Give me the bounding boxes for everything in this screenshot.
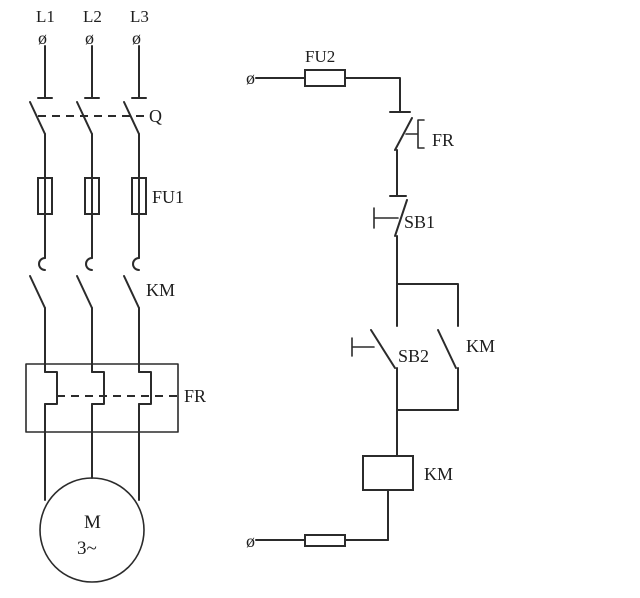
switch-q-blade-1 [29,101,46,135]
terminal-symbol-l3: ø [132,28,141,48]
km-arc-2 [85,257,93,271]
sb1-contact [394,199,408,237]
control-circuit: ø FU2 FR SB1 SB2 KM KM [246,47,495,551]
terminal-symbol-l1: ø [38,28,47,48]
switch-q-label: Q [149,106,162,126]
sb2-contact [370,329,396,369]
control-terminal-top: ø [246,68,255,88]
overload-element-3 [138,371,152,405]
control-terminal-bottom: ø [246,531,255,551]
fuse-fu1-label: FU1 [152,187,184,207]
overload-element-2 [91,371,105,405]
fuse-fu2 [304,69,346,87]
overload-fr-label: FR [184,386,206,406]
switch-q-blade-3 [123,101,140,135]
sb2-label: SB2 [398,346,429,366]
km-coil [362,455,414,491]
motor-m [39,477,145,583]
km-main-label: KM [146,280,175,300]
km-main-contact-3 [123,275,140,309]
wire-fu2-fr [344,77,401,113]
overload-fr-block [25,363,179,433]
motor-phase-label: 3~ [77,538,97,559]
fuse-fu2-label: FU2 [305,47,335,66]
terminal-symbol-l2: ø [85,28,94,48]
overload-element-1 [44,371,58,405]
km-aux-label: KM [466,336,495,356]
wire-branch-top [396,283,459,327]
km-arc-3 [132,257,140,271]
power-circuit: L1 L2 L3 ø ø ø Q FU1 [25,7,206,583]
fr-contact-label: FR [432,130,454,150]
km-coil-label: KM [424,464,453,484]
phase-label-l2: L2 [83,7,102,26]
return-fuse [304,534,346,547]
phase-label-l3: L3 [130,7,149,26]
km-arc-1 [38,257,46,271]
sb1-label: SB1 [404,212,435,232]
fr-nc-contact [394,117,413,151]
wire-branch-bottom [396,367,459,411]
sb2-actuator [351,337,375,357]
sb1-actuator [373,207,399,229]
motor-label: M [84,512,101,533]
switch-q-blade-2 [76,101,93,135]
km-aux-contact [437,329,457,369]
km-main-contact-1 [29,275,46,309]
fr-thermal-actuator [405,119,425,149]
km-main-contact-2 [76,275,93,309]
phase-label-l1: L1 [36,7,55,26]
